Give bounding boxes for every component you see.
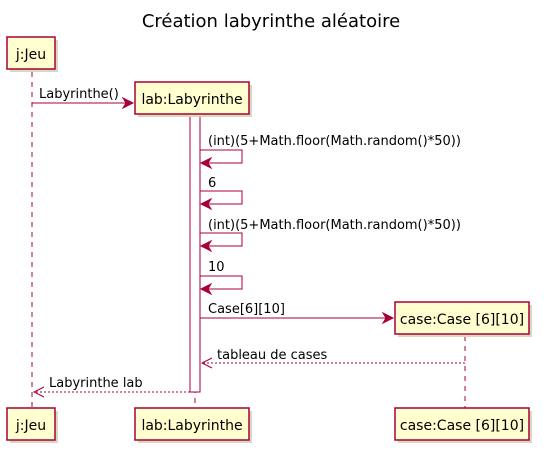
message-label: (int)(5+Math.floor(Math.random()*50))	[208, 218, 461, 233]
message-label: Case[6][10]	[208, 302, 285, 317]
participant-case-top[interactable]: case:Case [6][10]	[394, 301, 532, 337]
participant-case-label: case:Case [6][10]	[400, 312, 524, 328]
diagram-title: Création labyrinthe aléatoire	[142, 11, 400, 32]
participant-lab-bottom[interactable]: lab:Labyrinthe	[134, 407, 252, 443]
message-label: 6	[208, 176, 216, 191]
message-label: tableau de cases	[217, 348, 328, 363]
message-self-6: 6	[199, 176, 243, 211]
message-label: (int)(5+Math.floor(Math.random()*50))	[208, 134, 461, 149]
participant-case-bottom[interactable]: case:Case [6][10]	[394, 407, 532, 443]
activation-bar-lab	[189, 115, 201, 393]
participant-jeu-bottom[interactable]: j:Jeu	[6, 407, 58, 443]
participant-lab-label: lab:Labyrinthe	[141, 418, 242, 434]
message-create-lab: Labyrinthe()	[32, 87, 135, 110]
message-label: Labyrinthe lab	[49, 376, 143, 391]
message-self-random-1: (int)(5+Math.floor(Math.random()*50))	[199, 134, 461, 170]
participant-case-label: case:Case [6][10]	[400, 418, 524, 434]
participant-jeu-label: j:Jeu	[15, 418, 46, 434]
participant-lab-top[interactable]: lab:Labyrinthe	[134, 81, 252, 117]
message-return-lab: Labyrinthe lab	[32, 376, 190, 398]
participant-lab-label: lab:Labyrinthe	[141, 92, 242, 108]
participant-jeu-label: j:Jeu	[15, 47, 46, 63]
message-self-random-2: (int)(5+Math.floor(Math.random()*50))	[199, 218, 461, 253]
message-self-10: 10	[199, 260, 243, 296]
participant-jeu-top[interactable]: j:Jeu	[6, 36, 58, 72]
message-return-cases: tableau de cases	[200, 348, 465, 369]
message-label: 10	[208, 260, 225, 275]
message-label: Labyrinthe()	[39, 87, 119, 102]
message-create-case: Case[6][10]	[200, 302, 395, 325]
